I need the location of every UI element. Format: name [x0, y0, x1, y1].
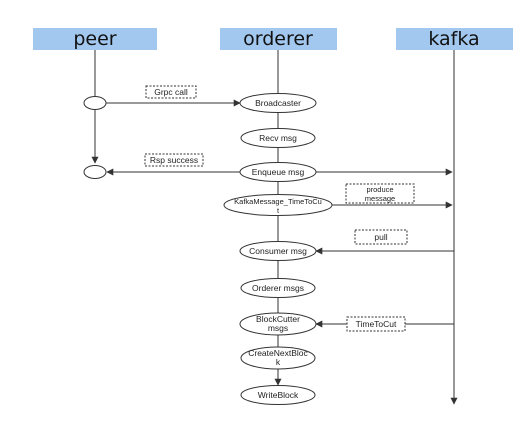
svg-text:Grpc call: Grpc call [154, 87, 188, 97]
node-recv-msg: Recv msg [240, 128, 316, 148]
lane-label-kafka: kafka [428, 28, 479, 50]
svg-text:WriteBlock: WriteBlock [258, 390, 299, 400]
svg-text:Enqueue msg: Enqueue msg [252, 167, 305, 177]
note-rsp-success: Rsp success [144, 153, 204, 167]
note-timetocut: TimeToCut [346, 316, 406, 332]
svg-text:Orderer msgs: Orderer msgs [252, 283, 304, 293]
lane-header-kafka: kafka [396, 28, 513, 50]
node-createnextblock: CreateNextBloc k [240, 346, 316, 370]
svg-text:Broadcaster: Broadcaster [255, 98, 301, 108]
svg-text:k: k [276, 357, 281, 367]
svg-text:KafkaMessage_TimeToCu: KafkaMessage_TimeToCu [234, 197, 322, 206]
note-produce-message: produce message [345, 183, 415, 204]
svg-text:CreateNextBloc: CreateNextBloc [248, 348, 308, 358]
node-orderer-msgs: Orderer msgs [240, 278, 316, 298]
svg-text:Recv msg: Recv msg [259, 133, 297, 143]
svg-text:BlockCutter: BlockCutter [256, 314, 300, 324]
svg-text:Rsp success: Rsp success [150, 155, 198, 165]
svg-text:message: message [365, 194, 395, 203]
peer-end-node [83, 165, 107, 179]
node-broadcaster: Broadcaster [239, 93, 317, 113]
node-kafka-message-timetocut: KafkaMessage_TimeToCu t [223, 194, 333, 216]
node-enqueue-msg: Enqueue msg [239, 162, 317, 182]
node-consumer-msg: Consumer msg [239, 241, 317, 261]
lane-label-peer: peer [73, 28, 116, 50]
node-writeblock: WriteBlock [240, 385, 316, 405]
svg-text:pull: pull [374, 232, 387, 242]
lane-label-orderer: orderer [243, 28, 313, 50]
note-grpc-call: Grpc call [145, 85, 197, 99]
svg-text:produce: produce [366, 185, 393, 194]
note-pull: pull [354, 229, 408, 245]
svg-text:Consumer msg: Consumer msg [249, 246, 307, 256]
svg-text:TimeToCut: TimeToCut [356, 319, 397, 329]
lane-header-orderer: orderer [220, 28, 337, 50]
peer-start-node [83, 96, 107, 110]
svg-text:msgs: msgs [268, 323, 288, 333]
svg-text:t: t [277, 206, 280, 215]
lane-header-peer: peer [33, 28, 157, 50]
node-blockcutter-msgs: BlockCutter msgs [239, 312, 317, 336]
